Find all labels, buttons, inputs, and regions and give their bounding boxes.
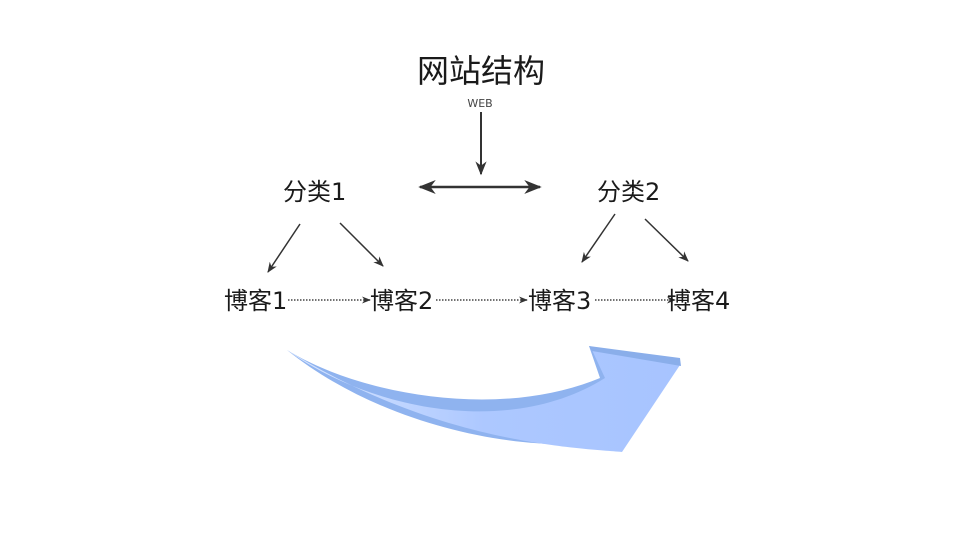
blog-node-4: 博客4: [667, 287, 731, 315]
page-title: 网站结构: [416, 52, 546, 90]
blog-node-1: 博客1: [224, 287, 288, 315]
blog-node-2: 博客2: [370, 287, 434, 315]
cat1-to-blog2-arrow: [339, 222, 384, 267]
cat2-to-blog3-arrow: [581, 213, 616, 263]
blog-node-3: 博客3: [528, 287, 592, 315]
cat1-to-blog1-arrow: [267, 223, 301, 273]
page-subtitle: WEB: [467, 97, 493, 110]
big-curved-arrow: [287, 346, 681, 452]
category-node-2: 分类2: [597, 178, 661, 206]
cat2-to-blog4-arrow: [644, 218, 689, 262]
category-node-1: 分类1: [283, 178, 347, 206]
